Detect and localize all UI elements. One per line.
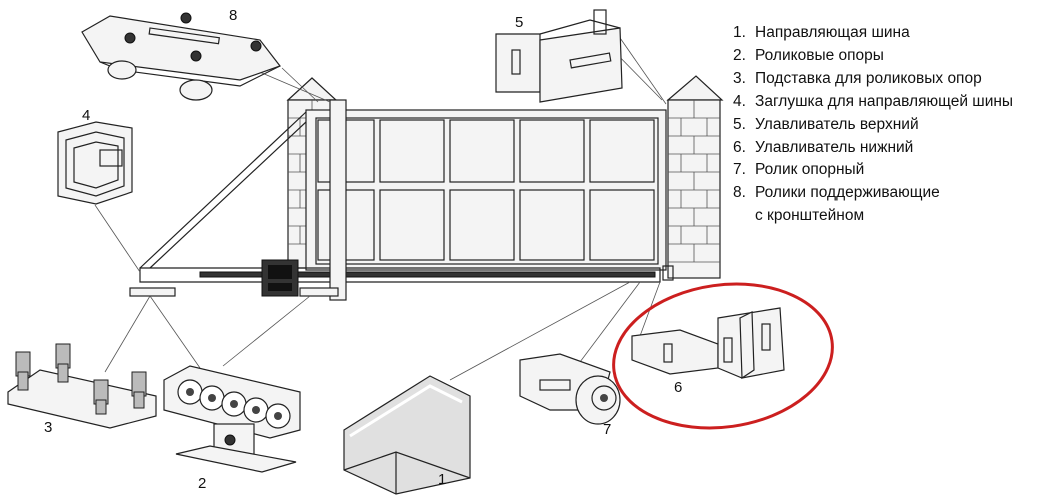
callout-2: 2: [198, 475, 206, 492]
callout-7: 7: [603, 421, 611, 438]
callout-4: 4: [82, 107, 90, 124]
legend-item: 5.Улавливатель верхний: [733, 115, 919, 133]
legend-item-line1: Ролики поддерживающие: [755, 184, 940, 202]
part-4-rail-cap: [57, 121, 133, 205]
legend-item: 1.Направляющая шина: [733, 24, 910, 41]
part-5-upper-catcher: [495, 9, 623, 103]
legend-item: 2.Роликовые опоры: [733, 46, 884, 64]
legend-item: 6.Улавливатель нижний: [733, 138, 914, 156]
highlight-ellipse: [612, 282, 834, 430]
part-8-support-rollers: [81, 12, 281, 101]
legend-item-line2: с кронштейном: [755, 207, 865, 225]
sliding-gate: [129, 99, 674, 301]
part-6-lower-catcher: [631, 307, 785, 380]
callout-1: 1: [438, 471, 446, 488]
connector-lines: [94, 34, 667, 381]
legend-item: 3.Подставка для роликовых опор: [733, 69, 982, 87]
legend-item: 4.Заглушка для направляющей шины: [733, 92, 1014, 110]
callout-5: 5: [515, 14, 523, 31]
parts-legend: 1.Направляющая шина 2.Роликовые опоры 3.…: [733, 22, 1013, 228]
part-2-roller-carriage: [163, 365, 301, 473]
right-brick-pillar: [666, 75, 724, 279]
callout-6: 6: [674, 379, 682, 396]
part-1-guide-rail: [343, 375, 471, 495]
callout-3: 3: [44, 419, 52, 436]
part-7-support-roller: [519, 353, 621, 425]
legend-item: 7.Ролик опорный: [733, 161, 865, 179]
callout-8: 8: [229, 7, 237, 24]
part-3-roller-stand: [7, 343, 157, 429]
